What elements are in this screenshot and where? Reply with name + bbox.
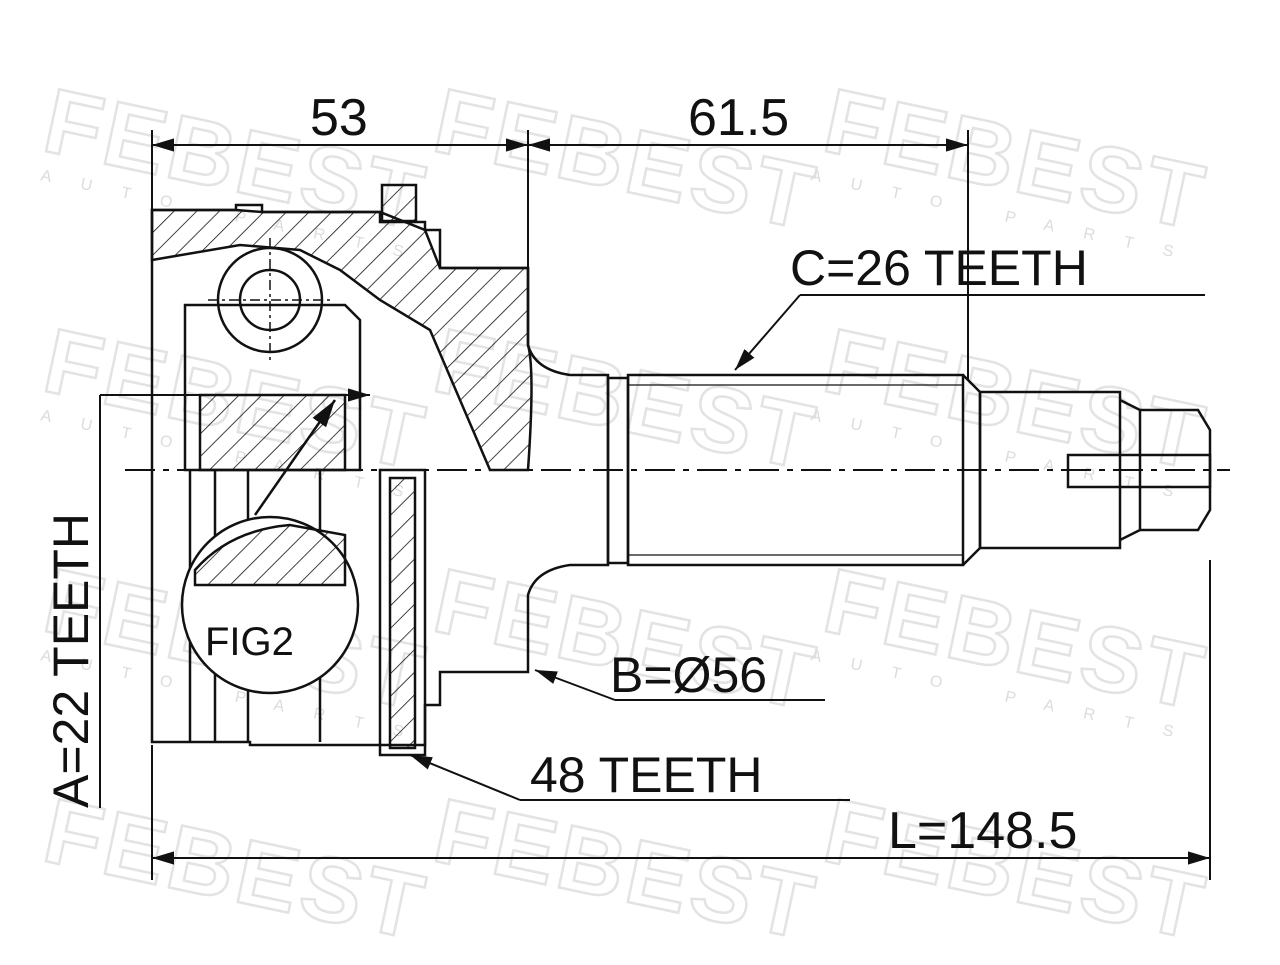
housing-outline: [150, 203, 610, 747]
diameter-b-arrow: [534, 669, 616, 701]
fig2-label: FIG2: [205, 620, 294, 664]
fig2-hatch: [193, 523, 347, 587]
spline-c-label: C=26 TEETH: [790, 240, 1088, 296]
dim-label-53: 53: [310, 89, 368, 147]
inner-race-hatch: [198, 393, 347, 472]
diameter-b-leader: [534, 669, 825, 701]
dim-label-61-5: 61.5: [688, 89, 789, 147]
fig2-detail: [180, 399, 360, 695]
housing-hatch: [150, 208, 533, 472]
abs-teeth-leader: [409, 754, 850, 801]
spline-c-leader: [734, 294, 1205, 371]
ball-inner-ring: [238, 268, 302, 332]
abs-teeth-arrow: [409, 754, 521, 801]
spline-c-arrow: [734, 294, 801, 371]
diameter-b-label: B=Ø56: [610, 647, 767, 703]
dim-label-length: L=148.5: [888, 802, 1077, 860]
cv-joint-body: [150, 183, 1212, 757]
dimension-lines: [151, 130, 1211, 880]
watermark-brand: FEBEST: [426, 780, 826, 960]
spline-a-leader: [99, 388, 370, 808]
spline-a-label: A=22 TEETH: [43, 513, 99, 808]
abs-teeth-label: 48 TEETH: [530, 747, 763, 803]
abs-ring-teeth: [388, 476, 417, 750]
top-tab: [380, 183, 418, 223]
fig2-leader: [253, 399, 337, 516]
